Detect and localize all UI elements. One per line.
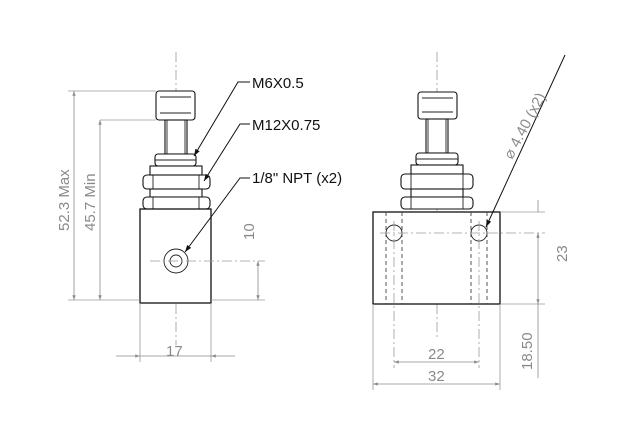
side-thread — [149, 165, 203, 176]
side-stem — [164, 119, 188, 155]
leader-npt — [184, 177, 250, 253]
dim-front-width: 32 — [428, 368, 445, 385]
leader-m6 — [193, 81, 250, 157]
front-body — [372, 211, 501, 305]
front-thread — [410, 164, 464, 175]
callout-hole-diameter: ⌀ 4.40 (x2) — [501, 90, 550, 162]
dim-hole-spacing: 22 — [428, 346, 445, 363]
front-lower-nut — [400, 196, 474, 210]
front-view — [372, 52, 566, 390]
front-stem — [425, 118, 449, 154]
dim-body-height: 18.50 — [519, 332, 536, 370]
callout-m12-thread: M12X0.75 — [252, 117, 320, 134]
front-knob — [417, 91, 458, 120]
side-body — [139, 208, 212, 304]
dim-hole-vertical: 23 — [554, 245, 571, 262]
dim-port-height: 10 — [241, 223, 258, 240]
dim-overall-max: 52.3 Max — [56, 169, 73, 231]
leader-m12 — [203, 123, 250, 182]
dim-overall-min: 45.7 Min — [82, 173, 99, 231]
callout-npt-port: 1/8" NPT (x2) — [252, 170, 342, 187]
callout-m6-thread: M6X0.5 — [252, 75, 304, 92]
side-view — [68, 52, 265, 362]
side-knob — [155, 90, 196, 121]
front-hex-nut — [400, 173, 474, 190]
dim-side-width: 17 — [166, 343, 183, 360]
leader-hole — [485, 54, 566, 228]
